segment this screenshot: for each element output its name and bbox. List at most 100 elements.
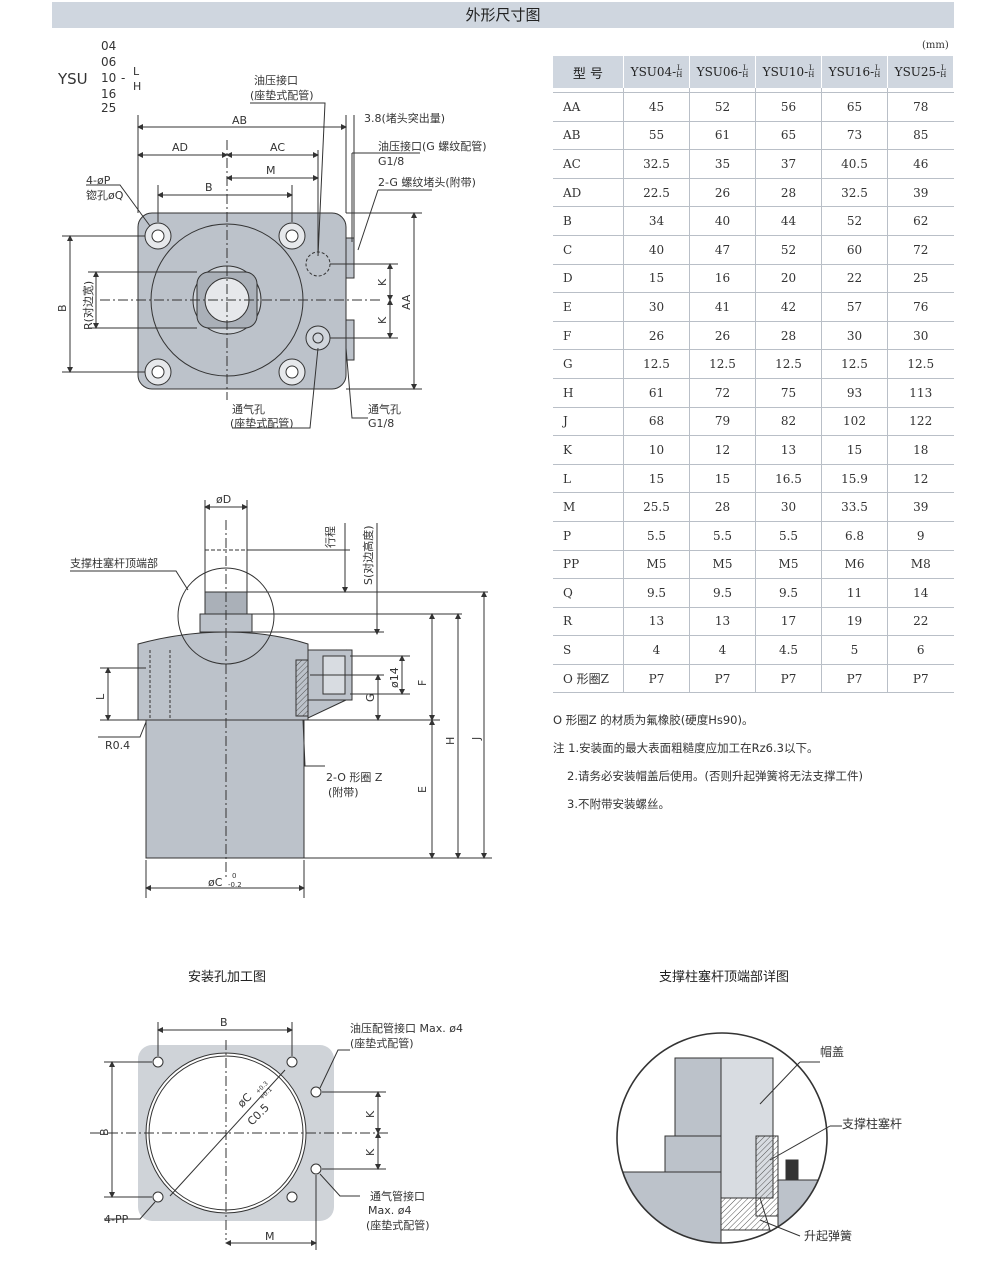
row-label: C	[553, 235, 624, 265]
table-cell: 16	[689, 264, 756, 294]
detail-view	[616, 1032, 842, 1244]
row-label: J	[553, 407, 624, 437]
row-label: G	[553, 349, 624, 379]
svg-text:10: 10	[101, 71, 116, 85]
model-prefix: YSU	[57, 70, 88, 88]
table-cell: 82	[755, 407, 822, 437]
table-cell: 9.5	[755, 578, 822, 608]
svg-text:Max. ø4: Max. ø4	[368, 1204, 411, 1217]
table-cell: 39	[887, 178, 954, 208]
svg-text:油压配管接口 Max. ø4: 油压配管接口 Max. ø4	[350, 1021, 463, 1035]
svg-text:4-PP: 4-PP	[104, 1213, 129, 1226]
table-cell: 72	[887, 235, 954, 265]
table-cell: M6	[821, 550, 888, 580]
table-cell: 22	[887, 607, 954, 637]
svg-text:通气孔: 通气孔	[368, 402, 401, 416]
top-view	[62, 102, 432, 429]
table-cell: 32.5	[821, 178, 888, 208]
row-label: H	[553, 378, 624, 408]
table-cell: 47	[689, 235, 756, 265]
table-cell: 13	[623, 607, 690, 637]
table-cell: 5.5	[689, 521, 756, 551]
mount-view	[90, 1022, 390, 1250]
table-cell: 30	[887, 321, 954, 351]
table-cell: 28	[689, 492, 756, 522]
svg-text:4-øP: 4-øP	[86, 174, 111, 187]
table-cell: 16.5	[755, 464, 822, 494]
table-cell: 65	[821, 92, 888, 122]
mount-caption: 安装孔加工图	[188, 970, 267, 985]
svg-text:øC: øC	[208, 876, 223, 889]
notes: O 形圈Z 的材质为氟橡胶(硬度Hs90)。 注 1.安装面的最大表面粗糙度应加…	[553, 706, 863, 818]
page-title: 外形尺寸图	[52, 2, 954, 28]
svg-text:G: G	[364, 693, 377, 702]
table-cell: 6.8	[821, 521, 888, 551]
table-cell: 5.5	[755, 521, 822, 551]
svg-text:G1/8: G1/8	[368, 417, 394, 430]
table-cell: 13	[689, 607, 756, 637]
table-cell: 10	[623, 435, 690, 465]
table-cell: 18	[887, 435, 954, 465]
note-2: 2.请务必安装帽盖后使用。(否则升起弹簧将无法支撑工件)	[567, 769, 863, 783]
note-3: 3.不附带安装螺丝。	[567, 797, 670, 811]
table-cell: 46	[887, 149, 954, 179]
table-cell: 4	[689, 635, 756, 665]
svg-text:B: B	[220, 1016, 228, 1029]
svg-text:行程: 行程	[324, 526, 337, 548]
svg-text:油压接口: 油压接口	[254, 73, 298, 87]
svg-text:锪孔øQ: 锪孔øQ	[86, 189, 124, 202]
table-cell: 68	[623, 407, 690, 437]
svg-text:AC: AC	[270, 141, 285, 154]
table-cell: 113	[887, 378, 954, 408]
row-label: K	[553, 435, 624, 465]
table-cell: 12.5	[887, 349, 954, 379]
table-cell: 6	[887, 635, 954, 665]
svg-text:-0.2: -0.2	[228, 881, 242, 889]
row-label: D	[553, 264, 624, 294]
svg-text:通气管接口: 通气管接口	[370, 1189, 425, 1203]
svg-text:2-O 形圈 Z: 2-O 形圈 Z	[326, 771, 383, 784]
table-cell: 44	[755, 206, 822, 236]
table-cell: 15.9	[821, 464, 888, 494]
mount-view-labels: B B 油压配管接口 Max. ø4 (座垫式配管) K K 通气管接口 Max…	[98, 1016, 463, 1243]
table-cell: 52	[689, 92, 756, 122]
svg-text:B: B	[56, 304, 69, 312]
detail-caption: 支撑柱塞杆顶端部详图	[659, 970, 790, 985]
table-cell: P7	[755, 664, 822, 694]
svg-text:AD: AD	[172, 141, 188, 154]
row-label: AD	[553, 178, 624, 208]
table-cell: 52	[821, 206, 888, 236]
table-cell: P7	[887, 664, 954, 694]
table-cell: 56	[755, 92, 822, 122]
side-view	[70, 500, 492, 898]
row-label: R	[553, 607, 624, 637]
model-code: YSU 04 06 10 16 25 - L H	[57, 39, 141, 115]
table-cell: 65	[755, 121, 822, 151]
svg-text:R0.4: R0.4	[105, 739, 130, 752]
table-cell: 5.5	[623, 521, 690, 551]
svg-text:S(对边高度): S(对边高度)	[361, 525, 375, 585]
table-cell: 73	[821, 121, 888, 151]
svg-text:L: L	[133, 65, 140, 78]
svg-text:帽盖: 帽盖	[820, 1044, 844, 1059]
row-label: AA	[553, 92, 624, 122]
row-label: O 形圈Z	[553, 664, 624, 694]
table-cell: 34	[623, 206, 690, 236]
table-cell: 76	[887, 292, 954, 322]
svg-text:(座垫式配管): (座垫式配管)	[250, 88, 314, 102]
